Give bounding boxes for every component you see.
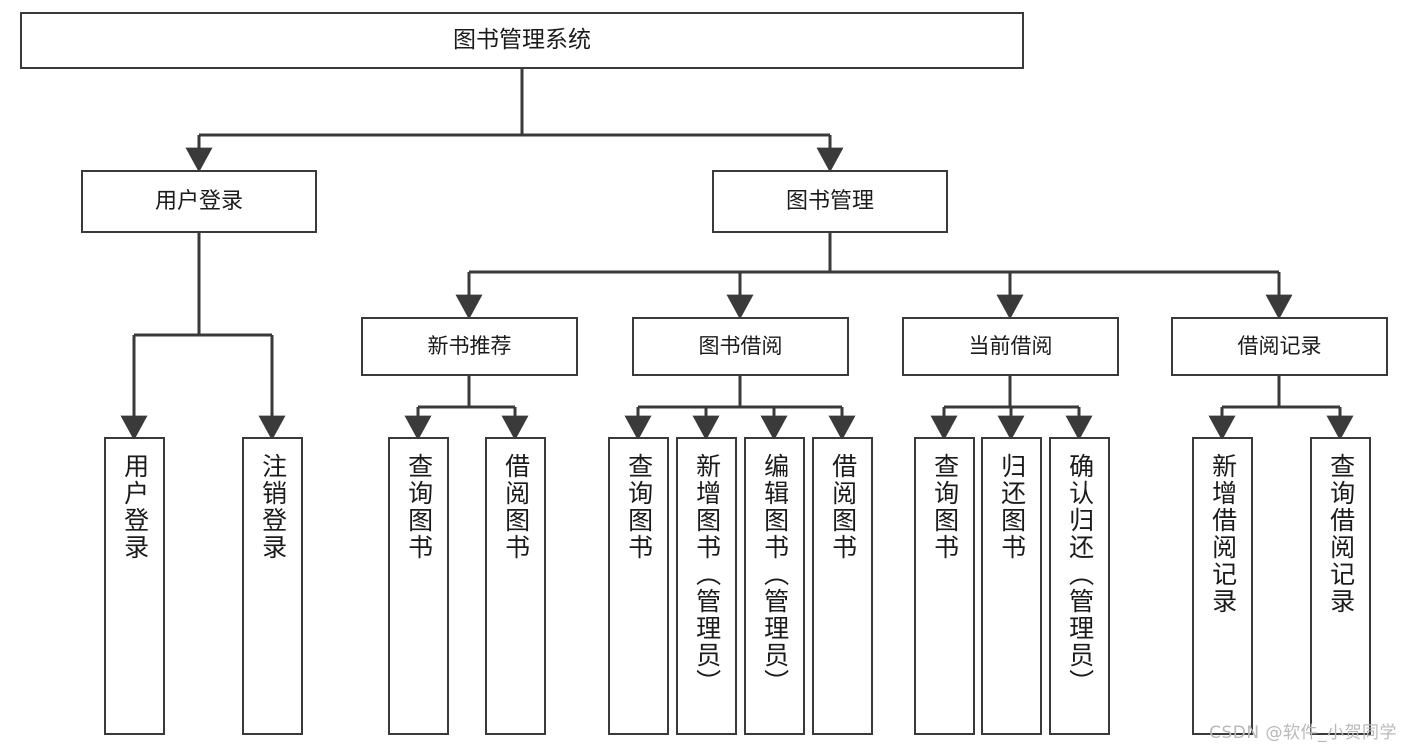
node-label: 新增借阅记录 (1208, 453, 1238, 615)
node-borrow-record[interactable]: 借阅记录 (1171, 317, 1388, 376)
watermark: CSDN @软件_小贺同学 (1209, 723, 1397, 743)
node-label: 当前借阅 (968, 334, 1053, 359)
node-label: 图书管理 (785, 188, 874, 214)
leaf-user-logout[interactable]: 注销登录 (242, 437, 303, 735)
leaf-borrow-edit-book-admin[interactable]: 编辑图书（管理员） (744, 437, 805, 735)
node-label: 确认归还（管理员） (1065, 453, 1095, 696)
leaf-record-add-borrow-record[interactable]: 新增借阅记录 (1192, 437, 1253, 735)
leaf-recommend-borrow-book[interactable]: 借阅图书 (485, 437, 546, 735)
node-label: 图书借阅 (698, 334, 783, 359)
node-label: 查询借阅记录 (1326, 453, 1356, 615)
node-label: 查询图书 (624, 453, 654, 561)
node-book-management[interactable]: 图书管理 (712, 170, 948, 233)
leaf-current-return-book[interactable]: 归还图书 (981, 437, 1042, 735)
node-label: 借阅图书 (501, 453, 531, 561)
node-label: 用户登录 (120, 453, 150, 561)
leaf-user-login[interactable]: 用户登录 (104, 437, 165, 735)
node-label: 查询图书 (404, 453, 434, 561)
leaf-record-query-borrow-record[interactable]: 查询借阅记录 (1310, 437, 1371, 735)
node-label: 图书管理系统 (453, 26, 591, 53)
node-label: 用户登录 (154, 188, 243, 214)
node-label: 新书推荐 (427, 334, 512, 359)
node-current-borrow[interactable]: 当前借阅 (902, 317, 1119, 376)
leaf-current-confirm-return-admin[interactable]: 确认归还（管理员） (1049, 437, 1110, 735)
leaf-current-query-book[interactable]: 查询图书 (914, 437, 975, 735)
node-label: 编辑图书（管理员） (760, 453, 790, 696)
leaf-borrow-query-book[interactable]: 查询图书 (608, 437, 669, 735)
node-label: 新增图书（管理员） (692, 453, 722, 696)
node-book-borrow[interactable]: 图书借阅 (632, 317, 849, 376)
leaf-borrow-add-book-admin[interactable]: 新增图书（管理员） (676, 437, 737, 735)
node-label: 归还图书 (997, 453, 1027, 561)
node-label: 借阅图书 (828, 453, 858, 561)
node-new-book-recommend[interactable]: 新书推荐 (361, 317, 578, 376)
leaf-borrow-borrow-book[interactable]: 借阅图书 (812, 437, 873, 735)
node-user-login[interactable]: 用户登录 (81, 170, 317, 233)
leaf-recommend-query-book[interactable]: 查询图书 (388, 437, 449, 735)
node-label: 注销登录 (258, 453, 288, 561)
node-label: 借阅记录 (1237, 334, 1322, 359)
node-root-system[interactable]: 图书管理系统 (20, 12, 1024, 69)
node-label: 查询图书 (930, 453, 960, 561)
